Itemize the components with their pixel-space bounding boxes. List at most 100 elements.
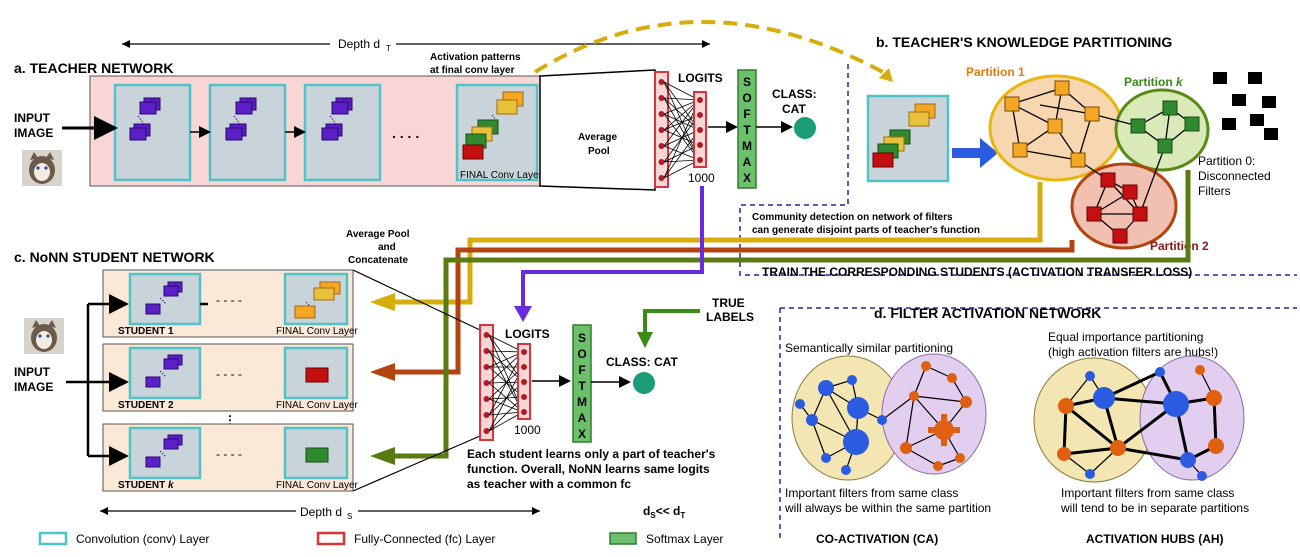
teacher-conv-2 [208, 83, 287, 182]
student-input-image [24, 318, 64, 354]
svg-text:at final conv layer: at final conv layer [430, 65, 515, 76]
legend-fc-label: Fully-Connected (fc) Layer [354, 532, 495, 546]
svg-text:can generate disjoint parts of: can generate disjoint parts of teacher's… [752, 225, 980, 236]
true-labels: TRUE [712, 296, 745, 310]
teacher-average-pool [539, 69, 656, 191]
teacher-class-output [794, 117, 816, 139]
partition-2-label: Partition 2 [1150, 239, 1209, 253]
student-title: c. NoNN STUDENT NETWORK [14, 249, 215, 265]
legend-softmax-swatch [609, 532, 637, 545]
ah-description: Equal importance partitioning [1048, 330, 1203, 344]
student-class-label: CLASS: CAT [606, 355, 678, 369]
svg-text:CAT: CAT [782, 102, 806, 116]
partition-k-label: Partition k [1124, 75, 1184, 89]
svg-text:(high activation filters are h: (high activation filters are hubs!) [1048, 345, 1218, 359]
student-1: - - - - STUDENT 1 FINAL Conv Layer [102, 269, 359, 338]
teacher-logits-size: 1000 [688, 171, 715, 185]
partition-0-label: Partition 0: [1198, 154, 1255, 168]
svg-text:will always be within the same: will always be within the same partition [784, 501, 991, 515]
teacher-logits-layer [693, 91, 707, 168]
student-fc-input [479, 324, 494, 441]
co-activation-graph [791, 353, 987, 481]
ah-label: ACTIVATION HUBS (AH) [1086, 532, 1224, 546]
svg-text:F: F [578, 363, 585, 377]
avg-concat-label: Average Pool [346, 229, 410, 240]
svg-text:M: M [577, 395, 587, 409]
svg-text:O: O [577, 347, 586, 361]
svg-text:Concatenate: Concatenate [348, 255, 408, 266]
svg-text:Average: Average [578, 132, 618, 143]
activation-hubs-graph [1033, 355, 1245, 483]
svg-text:IMAGE: IMAGE [14, 126, 53, 140]
each-student-note: Each student learns only a part of teach… [467, 447, 716, 461]
teacher-input-label: INPUT [14, 111, 51, 125]
teacher-conv-1 [113, 83, 192, 182]
legend-fc-swatch [316, 531, 346, 546]
teacher-final-conv: FINAL Conv Layer [455, 83, 543, 182]
logits-transfer-arrow [521, 186, 704, 310]
svg-text:O: O [742, 91, 751, 105]
student-softmax: S O F T M A X [572, 324, 592, 443]
teacher-softmax: S O F T M A X [737, 69, 757, 189]
teacher-logits-label: LOGITS [678, 71, 723, 85]
svg-text:Filters: Filters [1198, 184, 1231, 198]
partition-title: b. TEACHER'S KNOWLEDGE PARTITIONING [876, 34, 1172, 50]
svg-text:T: T [578, 379, 586, 393]
partition-k-group [1114, 88, 1210, 172]
student-class-output [633, 372, 655, 394]
svg-text:F: F [743, 107, 750, 121]
svg-text:Pool: Pool [588, 146, 610, 157]
filter-activation-network: d. FILTER ACTIVATION NETWORK Semanticall… [784, 305, 1249, 546]
legend-conv-swatch [38, 531, 68, 546]
community-detection-note: Community detection on network of filter… [752, 212, 953, 223]
svg-text:- - - -: - - - - [216, 447, 242, 461]
legend: Convolution (conv) Layer Fully-Connected… [38, 531, 723, 546]
true-labels-arrow [643, 309, 700, 336]
legend-conv-label: Convolution (conv) Layer [76, 532, 209, 546]
partition-1-label: Partition 1 [966, 65, 1025, 79]
svg-text:X: X [743, 171, 751, 185]
student-2: - - - - STUDENT 2 FINAL Conv Layer [102, 343, 359, 412]
student-1-label: STUDENT 1 [118, 326, 174, 337]
ca-description: Semantically similar partitioning [785, 341, 953, 355]
student-depth-label: Depth d [300, 505, 342, 519]
student-input-label: INPUT [14, 365, 51, 379]
svg-text:- - - -: - - - - [216, 293, 242, 307]
svg-text:LABELS: LABELS [706, 310, 754, 324]
teacher-final-conv-label: FINAL Conv Layer [460, 170, 543, 181]
knowledge-partitioning: b. TEACHER'S KNOWLEDGE PARTITIONING [752, 34, 1278, 279]
svg-text:M: M [742, 139, 752, 153]
teacher-fc-input [654, 71, 669, 188]
teacher-class-label: CLASS: [772, 87, 817, 101]
student-network: c. NoNN STUDENT NETWORK Average Pool and… [14, 229, 754, 521]
teacher-ellipsis: . . . . [392, 125, 419, 141]
legend-softmax-label: Softmax Layer [646, 532, 723, 546]
svg-text:S: S [743, 75, 751, 89]
svg-text:A: A [578, 411, 587, 425]
svg-text:IMAGE: IMAGE [14, 380, 53, 394]
svg-text:as teacher with a common fc: as teacher with a common fc [467, 477, 631, 491]
partition-arrow [952, 138, 998, 168]
train-students-label: TRAIN THE CORRESPONDING STUDENTS (ACTIVA… [762, 265, 1192, 279]
student-k-transfer-arrow [390, 170, 1191, 459]
svg-text:and: and [378, 242, 396, 253]
svg-text:FINAL Conv Layer: FINAL Conv Layer [276, 326, 359, 337]
teacher-conv-3 [303, 83, 382, 182]
student-k: - - - - STUDENT k FINAL Conv Layer [102, 423, 359, 492]
activation-note: Activation patterns [430, 52, 521, 63]
teacher-input-image [22, 150, 62, 186]
student-k-label: STUDENT k [118, 480, 174, 491]
svg-text:function. Overall, NoNN learns: function. Overall, NoNN learns same logi… [467, 462, 710, 476]
svg-text:A: A [743, 155, 752, 169]
svg-text:S: S [347, 512, 352, 521]
ca-note: Important filters from same class [785, 486, 958, 500]
student-logits-size: 1000 [514, 423, 541, 437]
svg-text:FINAL Conv Layer: FINAL Conv Layer [276, 480, 359, 491]
student-2-label: STUDENT 2 [118, 400, 174, 411]
student-2-transfer-arrow [390, 240, 1075, 375]
svg-text:T: T [743, 123, 751, 137]
teacher-network: a. TEACHER NETWORK Depth d T . . . . [14, 35, 817, 191]
svg-text:S: S [578, 331, 586, 345]
student-logits-label: LOGITS [505, 327, 550, 341]
